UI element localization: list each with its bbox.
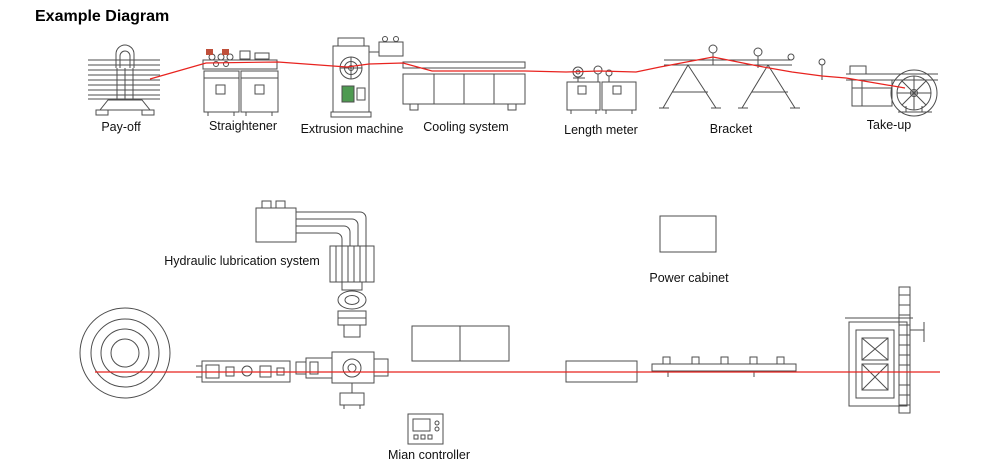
cooling-system-machine [402, 61, 526, 111]
label-straightener: Straightener [209, 119, 277, 133]
label-payoff: Pay-off [101, 120, 141, 134]
label-cooling-system: Cooling system [423, 120, 508, 134]
takeup-plan-machine [845, 286, 925, 414]
payoff-machine [88, 44, 160, 116]
extruder-plan-machine [295, 245, 389, 409]
diagram-title: Example Diagram [35, 8, 169, 25]
cooling-plan-box [411, 325, 510, 362]
hydraulic-lubrication-system [255, 200, 367, 246]
bracket-machine [659, 44, 826, 109]
process-line-top [149, 56, 906, 89]
label-power-cabinet: Power cabinet [649, 271, 729, 285]
label-mian-controller: Mian controller [388, 448, 470, 462]
power-cabinet-box [659, 215, 717, 253]
label-bracket: Bracket [710, 122, 753, 136]
label-takeup: Take-up [867, 118, 912, 132]
straightener-machine [202, 49, 279, 116]
bracket-plan-assembly [651, 356, 797, 377]
coil-top-view [79, 307, 171, 399]
label-length-meter: Length meter [564, 123, 638, 137]
takeup-machine [846, 65, 938, 117]
length-meter-machine [566, 65, 637, 114]
label-hydraulic-lubrication-system: Hydraulic lubrication system [164, 254, 320, 268]
extrusion-machine [330, 36, 404, 118]
controller-box [407, 413, 444, 445]
label-extrusion-machine: Extrusion machine [301, 122, 404, 136]
